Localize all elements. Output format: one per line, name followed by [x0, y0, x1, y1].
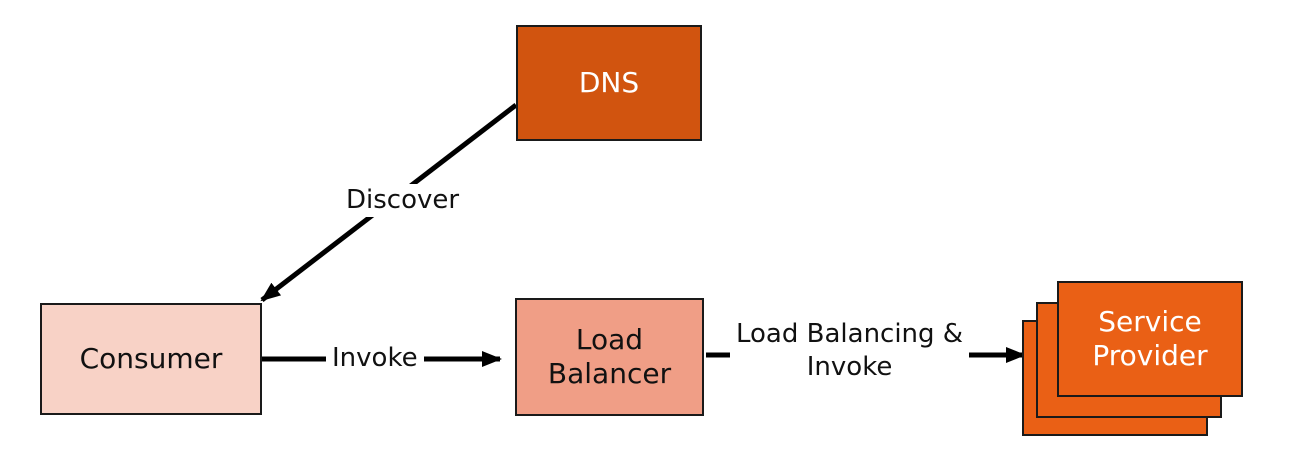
load-balancer-label: Load Balancer [547, 323, 672, 390]
consumer-label: Consumer [79, 342, 223, 376]
discover-label: Discover [340, 184, 466, 217]
consumer-box: Consumer [40, 303, 262, 415]
dns-box: DNS [516, 25, 702, 141]
load-balancer-box: Load Balancer [515, 298, 704, 416]
lb-invoke-label: Load Balancing & Invoke [730, 318, 970, 383]
invoke-label: Invoke [326, 342, 424, 375]
service-provider-box: Service Provider [1057, 281, 1243, 397]
service-provider-label: Service Provider [1092, 305, 1208, 372]
dns-label: DNS [578, 66, 640, 100]
